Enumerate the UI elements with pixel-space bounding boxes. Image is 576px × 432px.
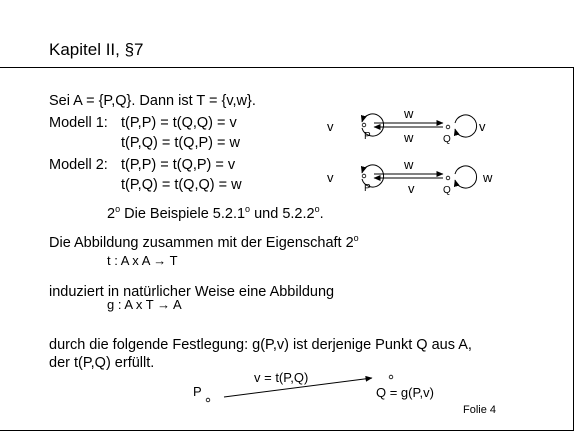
footer-slide-number: Folie 4: [463, 404, 497, 416]
mapping-g: g : A x T → A: [107, 297, 182, 312]
diagram2-q-label: Q: [443, 185, 451, 196]
diagram1-loop-left-label: v: [327, 119, 334, 134]
diagram2-top-arrow-label: w: [404, 157, 414, 172]
point-q-icon: [445, 175, 451, 181]
modell2-line2: t(P,Q) = t(Q,Q) = w: [121, 177, 242, 193]
point-q-icon: [445, 124, 451, 130]
modell1-line1: t(P,P) = t(Q,Q) = v: [121, 115, 237, 131]
intro-line: Sei A = {P,Q}. Dann ist T = {v,w}.: [49, 93, 256, 109]
loop-arrow-icon: [360, 164, 384, 188]
loop-arrow-icon: [453, 114, 477, 138]
content-frame: [0, 67, 574, 431]
beispiele-text-a: Die Beispiele 5.2.1: [124, 206, 246, 222]
modell1-label: Modell 1:: [49, 115, 108, 131]
diagram2-loop-left-label: v: [327, 170, 334, 185]
beispiele-number: 2: [107, 206, 116, 222]
modell2-line1: t(P,P) = t(Q,P) = v: [121, 157, 236, 173]
arrow-icon: [223, 375, 373, 398]
modell2-label: Modell 2:: [49, 157, 108, 173]
slide-title: Kapitel II, §7: [49, 40, 144, 59]
diagram2-loop-right-label: w: [483, 170, 493, 185]
diagram1-p-label: P: [364, 131, 371, 142]
mapping-t: t : A x A → T: [107, 253, 178, 268]
bottom-p-label: P: [193, 384, 202, 399]
modell1-line2: t(P,Q) = t(Q,P) = w: [121, 135, 240, 151]
diagram1-q-label: Q: [443, 134, 451, 145]
festlegung-line-2: der t(P,Q) erfüllt.: [49, 355, 155, 371]
diagram1-bottom-arrow-label: w: [404, 130, 414, 145]
degree-mark: o: [353, 233, 359, 244]
degree-mark: o: [314, 204, 320, 215]
bottom-arrow-label: v = t(P,Q): [254, 370, 309, 385]
diagram2-bottom-arrow-label: v: [408, 181, 415, 196]
loop-arrow-icon: [360, 113, 384, 137]
beispiele-line: 2o Die Beispiele 5.2.1o und 5.2.2o.: [107, 204, 324, 222]
abbildung-text: Die Abbildung zusammen mit der Eigenscha…: [49, 235, 354, 251]
degree-mark: o: [245, 204, 251, 215]
point-q-icon: [388, 374, 394, 380]
bottom-q-label: Q = g(P,v): [376, 385, 434, 400]
diagram2: [360, 164, 477, 189]
beispiele-text-b: und 5.2.2: [254, 206, 315, 222]
induziert-line: induziert in natürlicher Weise eine Abbi…: [49, 284, 335, 300]
degree-mark: o: [115, 204, 121, 215]
beispiele-end: .: [319, 206, 324, 222]
point-p-icon: [205, 397, 211, 403]
diagram1: [360, 113, 477, 138]
point-p-icon: [361, 122, 367, 128]
diagram1-top-arrow-label: w: [404, 106, 414, 121]
bottom-diagram: [205, 374, 394, 403]
diagram2-p-label: P: [364, 183, 371, 194]
loop-arrow-icon: [453, 165, 477, 189]
diagram1-loop-right-label: v: [479, 119, 486, 134]
festlegung-line-1: durch die folgende Festlegung: g(P,v) is…: [49, 337, 472, 353]
abbildung-line: Die Abbildung zusammen mit der Eigenscha…: [49, 233, 359, 251]
point-p-icon: [361, 173, 367, 179]
